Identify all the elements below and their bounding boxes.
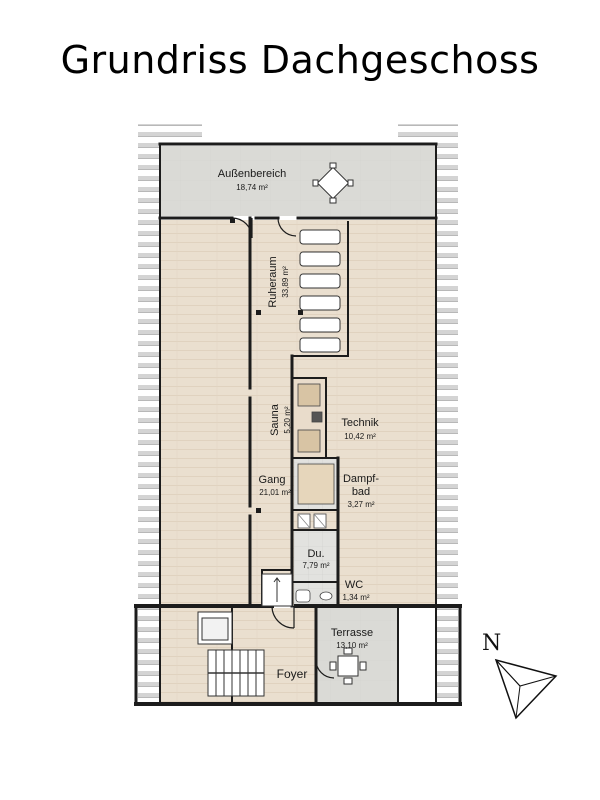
aussenbereich-name: Außenbereich <box>218 168 287 180</box>
technik-name: Technik <box>341 417 379 429</box>
columns <box>230 218 303 513</box>
sauna-name: Sauna <box>269 403 281 436</box>
north-arrow-icon: N <box>482 631 558 720</box>
aussenbereich-area <box>160 146 436 216</box>
technik-area-label: 10,42 m² <box>344 432 376 441</box>
terrace-table <box>329 647 367 685</box>
wc-area-label: 1,34 m² <box>342 593 369 602</box>
wc-name: WC <box>345 579 363 591</box>
staircase <box>197 573 293 697</box>
dusche-area <box>294 530 338 582</box>
sauna-area-label: 5,20 m² <box>283 406 292 433</box>
dampfbad-name-line1: Dampf- <box>343 473 379 485</box>
ruheraum-area-label: 33,89 m² <box>281 266 290 298</box>
compass-label: N <box>482 631 501 656</box>
dusche-name: Du. <box>307 548 324 560</box>
roof-slopes <box>138 124 458 704</box>
dusche-area-label: 7,79 m² <box>302 561 329 570</box>
dampfbad-name-line2: bad <box>352 486 370 498</box>
shower-fixtures <box>297 513 327 529</box>
outdoor-table <box>312 162 354 204</box>
terrasse-area-label: 13,10 m² <box>336 641 368 650</box>
sauna-benches <box>297 383 335 505</box>
aussenbereich-area-label: 18,74 m² <box>236 183 268 192</box>
lounger-chairs <box>299 229 341 353</box>
gang-area-label: 21,01 m² <box>259 488 291 497</box>
doors <box>231 217 335 679</box>
gang-name: Gang <box>259 474 286 486</box>
terrasse-name: Terrasse <box>331 627 373 639</box>
wc-fixtures <box>295 589 333 603</box>
ruheraum-name: Ruheraum <box>267 256 279 307</box>
dampfbad-area-label: 3,27 m² <box>347 500 374 509</box>
foyer-name: Foyer <box>277 667 308 681</box>
page-title: Grundriss Dachgeschoss <box>60 38 540 82</box>
